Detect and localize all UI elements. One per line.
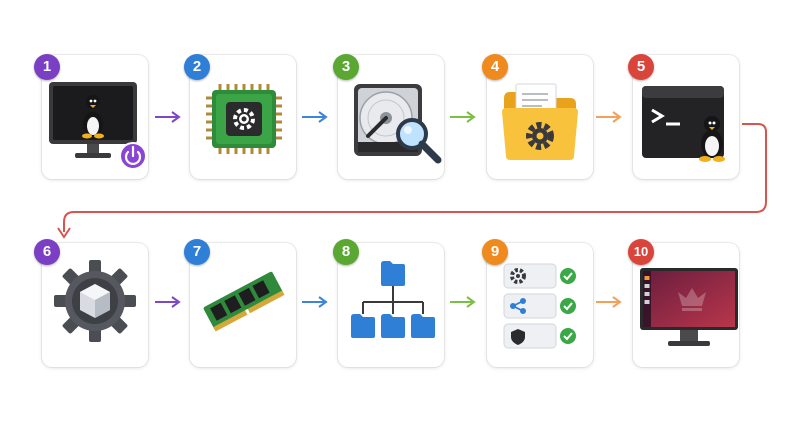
step-badge-6: 6 xyxy=(34,239,60,265)
step-badge-4: 4 xyxy=(482,54,508,80)
flow-arrow-3-4 xyxy=(450,111,476,123)
linux-monitor-power-icon xyxy=(49,82,147,170)
step-badge-1: 1 xyxy=(34,54,60,80)
flow-arrow-1-2 xyxy=(155,111,181,123)
step-badge-7: 7 xyxy=(184,239,210,265)
folder-hierarchy-icon xyxy=(351,261,435,338)
step-badge-3: 3 xyxy=(333,54,359,80)
terminal-linux-icon xyxy=(642,86,725,162)
folder-settings-icon xyxy=(502,83,578,160)
settings-checklist-icon xyxy=(503,263,576,349)
virtualbox-gear-icon xyxy=(54,260,136,342)
flow-arrow-8-9 xyxy=(450,296,476,308)
ram-module-icon xyxy=(203,271,285,332)
flow-arrow-9-10 xyxy=(596,296,622,308)
step-badge-2: 2 xyxy=(184,54,210,80)
cpu-chip-gear-icon xyxy=(206,84,282,154)
step-badge-8: 8 xyxy=(333,239,359,265)
flow-arrow-2-3 xyxy=(302,111,328,123)
step-badge-5: 5 xyxy=(628,54,654,80)
step-badge-9: 9 xyxy=(482,239,508,265)
flow-arrow-7-8 xyxy=(302,296,328,308)
ubuntu-desktop-monitor-icon xyxy=(640,268,738,346)
step-badge-10: 10 xyxy=(628,239,654,265)
flow-arrow-6-7 xyxy=(155,296,181,308)
hard-drive-magnifier-icon xyxy=(354,84,442,164)
flow-arrow-4-5 xyxy=(596,111,622,123)
